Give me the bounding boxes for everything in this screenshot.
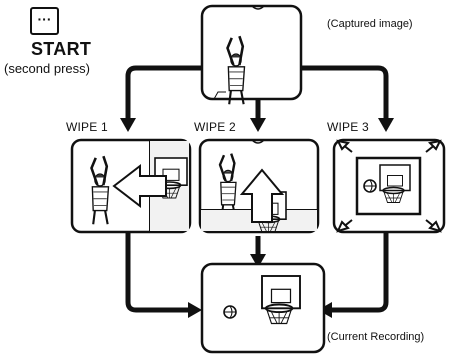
- arrow-from-wipe1: [125, 226, 190, 313]
- wipe-2-frame: [198, 138, 320, 234]
- current-recording-caption: (Current Recording): [327, 331, 425, 343]
- start-button[interactable]: ···: [30, 7, 59, 35]
- arrow-from-wipe3: [330, 226, 389, 313]
- arrow-to-wipe1: [125, 65, 201, 120]
- captured-image-caption: (Captured image): [327, 18, 413, 30]
- wipe-3-frame: [332, 138, 446, 234]
- captured-image-frame: [200, 4, 303, 106]
- wipe-1-label: WIPE 1: [66, 120, 108, 134]
- wipe-2-label: WIPE 2: [194, 120, 236, 134]
- ellipsis-button-icon: ···: [37, 11, 52, 27]
- wipe-1-frame: [70, 138, 192, 234]
- current-recording-frame: [200, 262, 326, 354]
- start-sublabel: (second press): [4, 61, 90, 76]
- connector-arrows: [125, 65, 389, 313]
- wipe-3-label: WIPE 3: [327, 120, 369, 134]
- start-label: START: [31, 39, 92, 59]
- arrow-to-wipe3: [300, 65, 389, 120]
